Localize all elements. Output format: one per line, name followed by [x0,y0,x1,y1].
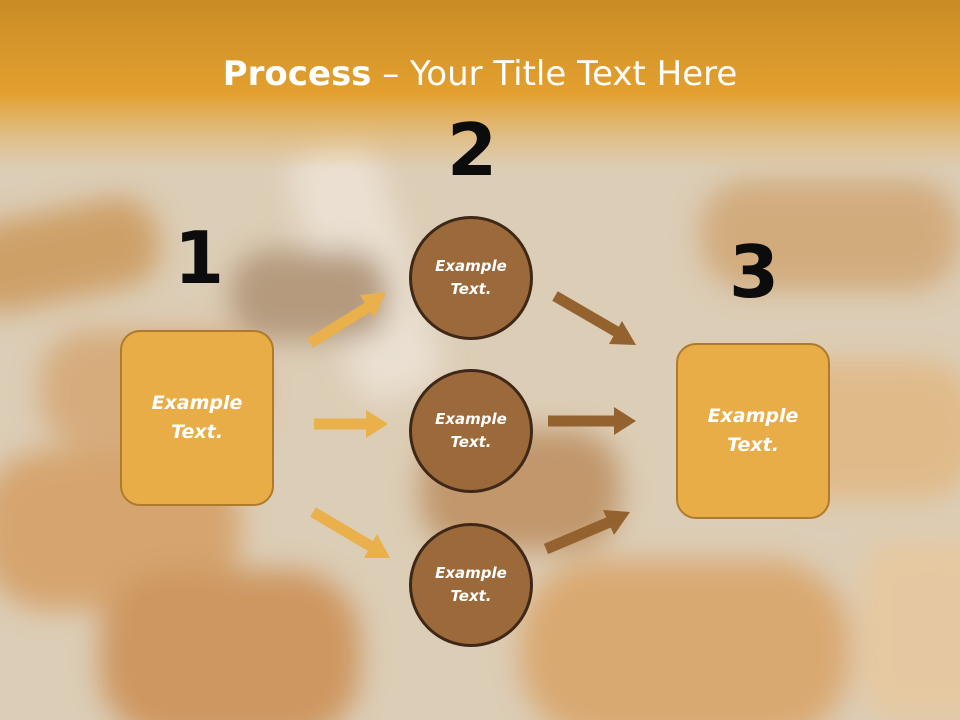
step-3-number: 3 [728,230,780,314]
step-2-circle-top: Example Text. [409,216,533,340]
arrow-2c-to-3 [543,515,615,555]
arrow-1-to-2c [310,507,375,552]
circle-text: Example Text. [435,410,507,451]
arrow-2a-to-3 [552,291,620,337]
step-3-box: Example Text. [676,343,830,519]
step-2-circle-bottom: Example Text. [409,523,533,647]
step-1-number: 1 [173,216,225,300]
step-1-box: Example Text. [120,330,274,506]
arrow-1-to-2a [307,301,373,348]
step-1-text: Example Text. [151,392,243,443]
circle-text: Example Text. [435,257,507,298]
step-3-text: Example Text. [707,405,799,456]
step-2-circle-middle: Example Text. [409,369,533,493]
header-band [0,0,960,170]
step-2-number: 2 [446,108,498,192]
title-bold: Process [222,54,372,94]
slide-title: Process – Your Title Text Here [0,50,960,98]
circle-text: Example Text. [435,564,507,605]
title-rest: – Your Title Text Here [371,54,738,94]
